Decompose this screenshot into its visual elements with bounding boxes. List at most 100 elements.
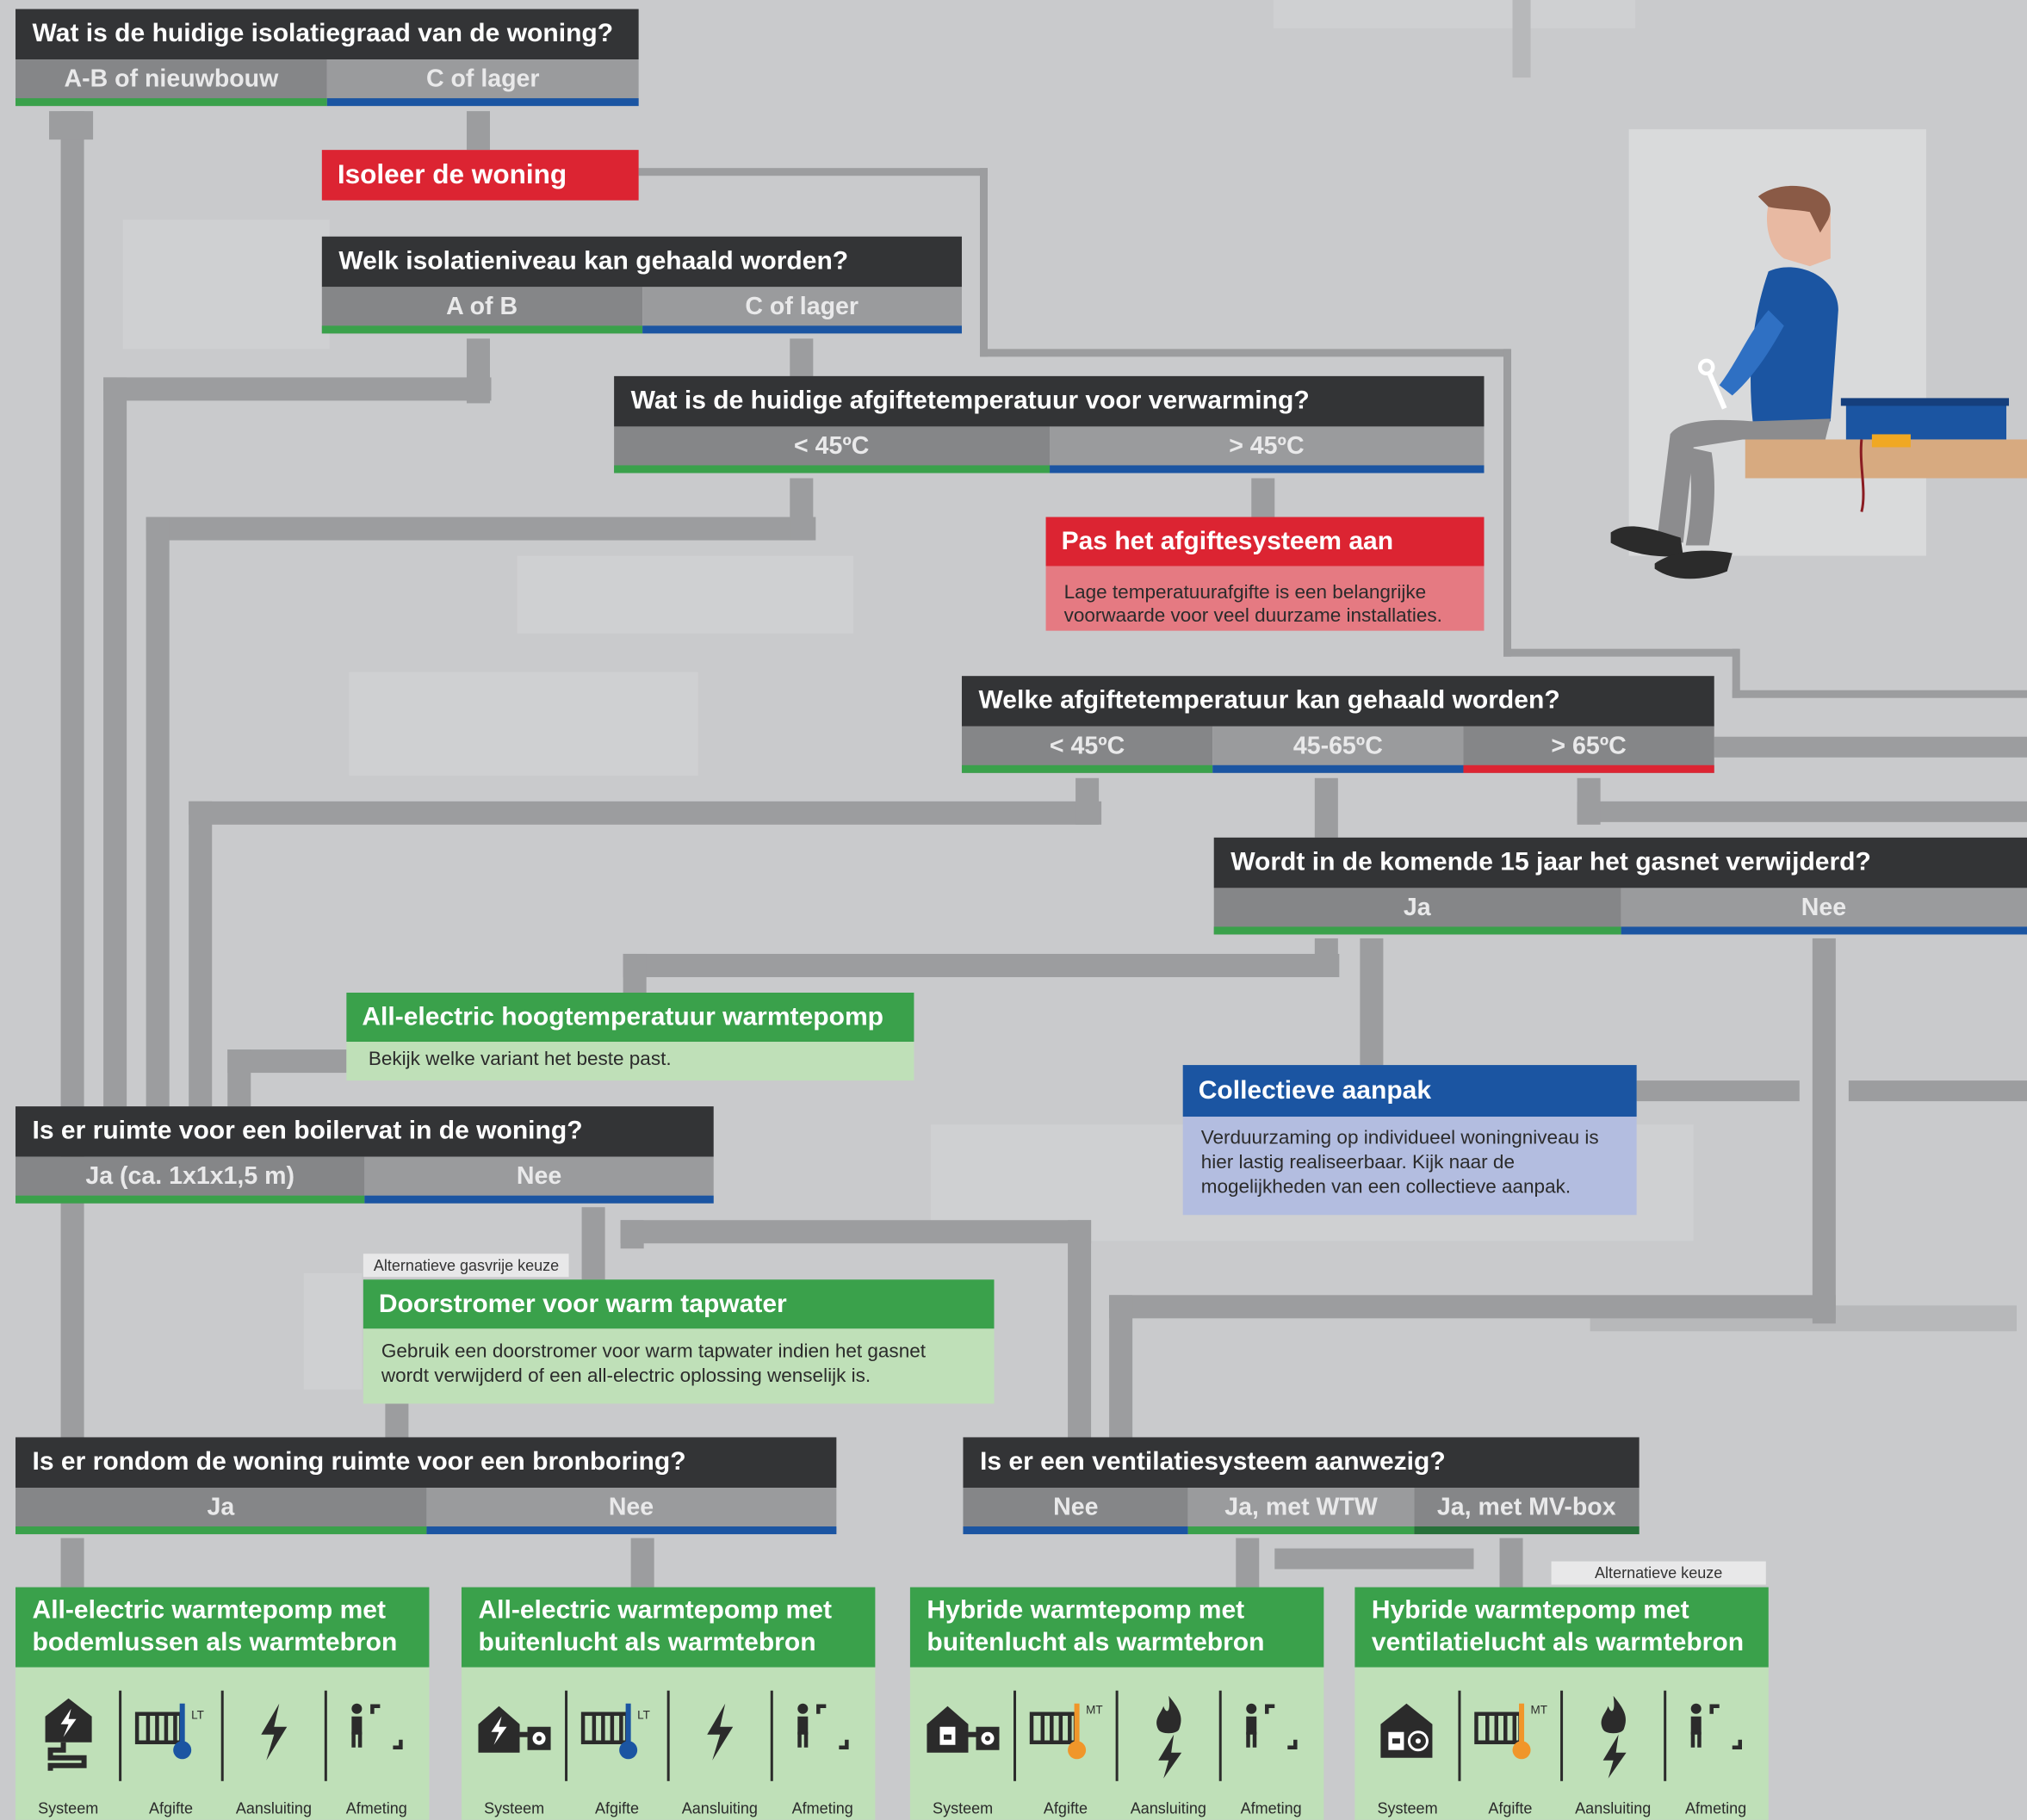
pipe-flange [49,111,94,140]
badge-text: LT [192,1709,205,1722]
person-illustration [1610,185,2027,579]
wall-block [303,1272,363,1390]
wall-block [1273,0,1636,29]
radiator-lt-icon: LT [135,1703,205,1760]
option-45-65[interactable]: 45-65ºC [1212,726,1464,773]
pipe [630,1538,654,1588]
pipe [1314,777,1338,838]
option-over-65[interactable]: > 65ºC [1463,726,1714,773]
pipe [385,1403,409,1438]
pipe [1848,1080,2027,1102]
lightning-icon [260,1703,287,1761]
gas-flame-lightning-icon [1601,1695,1627,1779]
option-c-of-lager[interactable]: C of lager [642,287,962,334]
question-isolatiegraad: Wat is de huidige isolatiegraad van de w… [15,9,639,107]
pipe-thin [1732,690,2027,698]
badge-text: MT [1531,1704,1548,1717]
pipe [466,338,490,404]
pipe [1068,1220,1092,1438]
bg-pipe [1512,0,1531,78]
option-ja-mv-box[interactable]: Ja, met MV-box [1413,1487,1640,1535]
pipe [1577,801,2027,822]
pipe [623,953,647,993]
advice-body: Gebruik een doorstromer voor warm tapwat… [363,1328,995,1404]
option-nee[interactable]: Nee [364,1156,714,1204]
pipe [623,953,1340,977]
option-under-45[interactable]: < 45ºC [961,726,1213,773]
option-nee[interactable]: Nee [1620,888,2027,935]
action-afgiftesysteem: Pas het afgiftesysteem aan Lage temperat… [1045,517,1485,631]
cell-systeem: Systeem [1357,1690,1460,1817]
option-c-of-lager[interactable]: C of lager [326,59,639,107]
question-bronboring: Is er rondom de woning ruimte voor een b… [15,1437,837,1535]
question-title: Welk isolatieniveau kan gehaald worden? [321,236,962,288]
pipe [581,1207,605,1280]
question-title: Is er een ventilatiesysteem aanwezig? [963,1437,1640,1488]
cell-label: Afmeting [1240,1798,1302,1817]
pipe [1636,1080,1800,1102]
option-under-45[interactable]: < 45ºC [614,426,1050,474]
option-a-b[interactable]: A-B of nieuwbouw [15,59,327,107]
size-person-icon [1691,1703,1743,1750]
question-afgiftetemperatuur-haalbaar: Welke afgiftetemperatuur kan gehaald wor… [961,676,1714,773]
question-gasnet: Wordt in de komende 15 jaar het gasnet v… [1213,837,2027,935]
radiator-mt-icon: MT [1474,1703,1548,1760]
pipe-thin [979,349,1510,357]
advice-doorstromer: Doorstromer voor warm tapwater Gebruik e… [363,1279,995,1404]
option-a-of-b[interactable]: A of B [321,287,642,334]
pipe [1577,777,1601,825]
question-ventilatiesysteem: Is er een ventilatiesysteem aanwezig? Ne… [963,1437,1640,1535]
house-ground-loop-icon [45,1698,92,1771]
alternative-tag: Alternatieve keuze [1551,1561,1766,1585]
cell-label: Aansluiting [1575,1798,1652,1817]
size-person-icon [351,1703,404,1750]
cell-aansluiting: Aansluiting [224,1690,327,1817]
result-card-bodemlussen: All-electric warmtepomp met bodemlussen … [15,1587,430,1820]
pipe [1075,777,1100,825]
question-isolatieniveau: Welk isolatieniveau kan gehaald worden? … [321,236,962,334]
option-ja[interactable]: Ja (ca. 1x1x1,5 m) [15,1156,365,1204]
card-title: Hybride warmtepomp met buitenlucht als w… [909,1587,1324,1668]
advice-body: Verduurzaming op individueel woningnivea… [1182,1117,1637,1216]
pipe [1109,1295,1133,1438]
pipe [1714,736,2027,758]
cell-afgifte: MT Afgifte [1015,1690,1119,1817]
result-card-hybride-buitenlucht: Hybride warmtepomp met buitenlucht als w… [909,1587,1324,1820]
house-boiler-outdoor-unit-icon [927,1705,1000,1753]
cell-label: Systeem [933,1798,994,1817]
pipe-thin [1503,648,1739,657]
radiator-mt-icon: MT [1030,1703,1103,1760]
size-person-icon [1246,1703,1298,1750]
option-ja[interactable]: Ja [15,1487,426,1535]
option-ja[interactable]: Ja [1213,888,1621,935]
cell-aansluiting: Aansluiting [670,1690,773,1817]
question-title: Wat is de huidige afgiftetemperatuur voo… [614,375,1485,427]
pipe [620,1220,1092,1244]
pipe [103,377,127,1107]
pipe [60,1538,84,1588]
option-ja-wtw[interactable]: Ja, met WTW [1188,1487,1414,1535]
cell-systeem: Systeem [18,1690,121,1817]
result-card-hybride-ventilatielucht: Hybride warmtepomp met ventilatielucht a… [1354,1587,1769,1820]
pipe [1499,1538,1523,1588]
cell-afgifte: MT Afgifte [1460,1690,1564,1817]
advice-hoogtemperatuur: All-electric hoogtemperatuur warmtepomp … [346,992,914,1081]
question-title: Welke afgiftetemperatuur kan gehaald wor… [961,676,1714,727]
action-isoleer: Isoleer de woning [321,150,639,201]
pipe [189,801,213,1107]
option-nee[interactable]: Nee [963,1487,1189,1535]
pipe [1236,1538,1260,1588]
cell-afgifte: LT Afgifte [567,1690,670,1817]
option-nee[interactable]: Nee [425,1487,837,1535]
cell-label: Aansluiting [681,1798,758,1817]
lightning-icon [706,1703,733,1761]
cell-label: Afmeting [345,1798,407,1817]
option-over-45[interactable]: > 45ºC [1049,426,1485,474]
badge-text: MT [1086,1704,1103,1717]
card-title: Hybride warmtepomp met ventilatielucht a… [1354,1587,1769,1668]
cell-systeem: Systeem [464,1690,567,1817]
wall-block [517,555,853,634]
question-afgiftetemperatuur: Wat is de huidige afgiftetemperatuur voo… [614,375,1485,474]
cell-label: Afmeting [791,1798,853,1817]
